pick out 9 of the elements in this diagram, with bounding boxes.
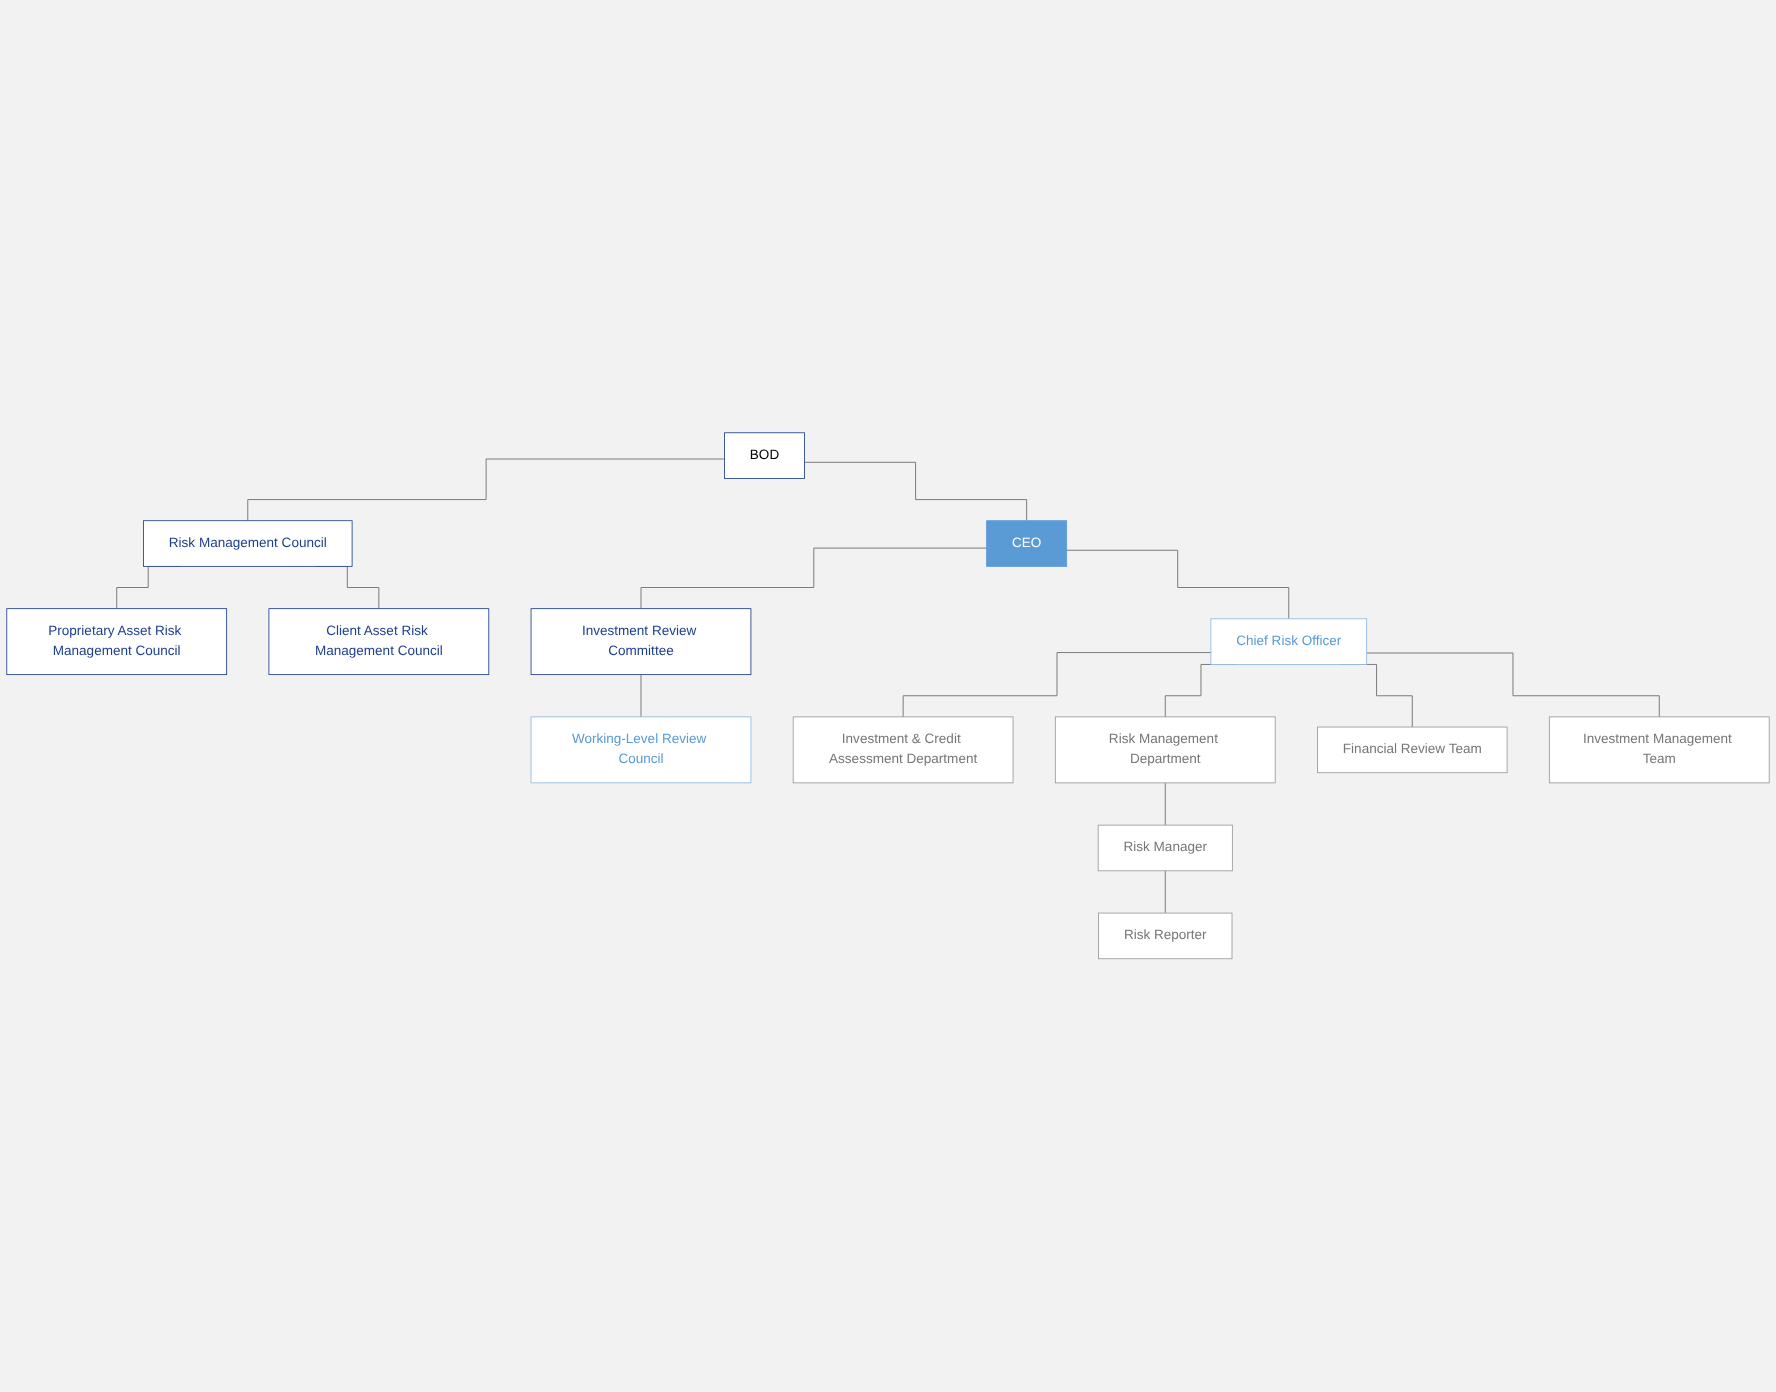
connector: [1164, 782, 1166, 826]
connector: [640, 674, 642, 718]
connector: [902, 652, 1212, 718]
connector: [804, 462, 1028, 522]
connector: [1066, 550, 1290, 620]
connector: [640, 547, 988, 610]
connector: [1164, 870, 1166, 914]
connector: [1366, 652, 1660, 718]
connector: [247, 458, 725, 522]
